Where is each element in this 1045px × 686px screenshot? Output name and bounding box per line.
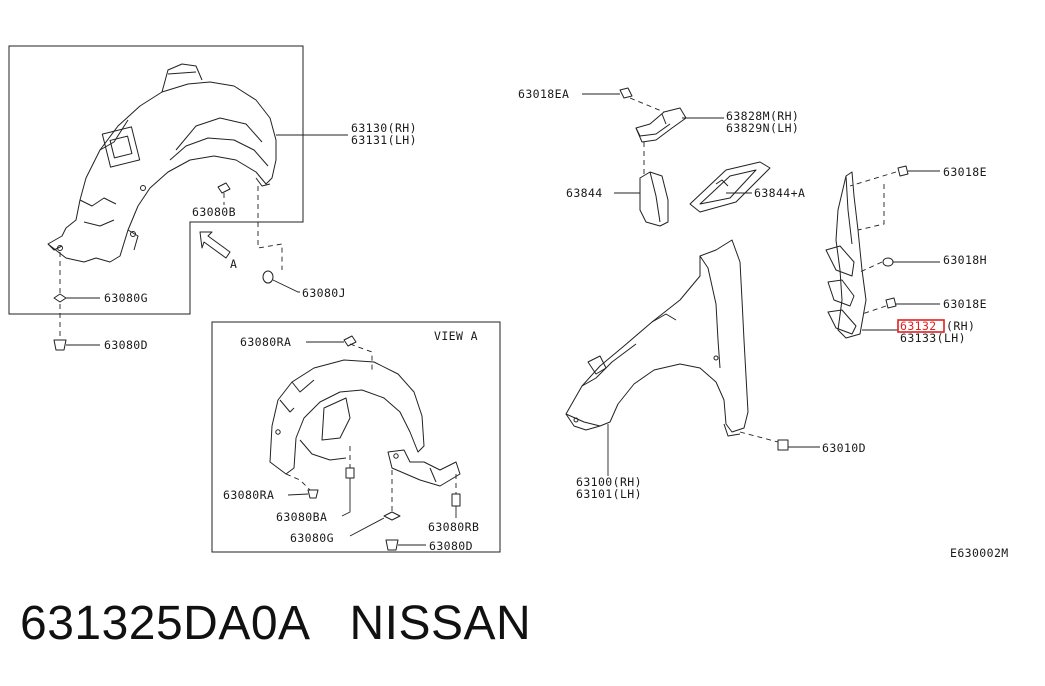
label-63132-code: 63132 [900, 319, 937, 333]
clip-63018h [882, 257, 940, 267]
dash-view-a-ra [349, 343, 373, 372]
dash-63018e-top [849, 171, 897, 231]
label-63010d: 63010D [822, 441, 866, 455]
label-63080g-top: 63080G [104, 291, 148, 305]
label-63080d-top: 63080D [104, 338, 148, 352]
clip-63080g-top [53, 293, 100, 303]
clip-63080rb [451, 493, 461, 518]
figure-code: E630002M [950, 546, 1009, 560]
label-63828m-rh: 63828M(RH) [726, 109, 799, 123]
clip-63080g-bottom [349, 511, 401, 537]
dash-63018ea-to-bracket [629, 97, 665, 113]
label-63080rb: 63080RB [428, 520, 479, 534]
dash-63018h [859, 261, 883, 273]
seal-63844-drawing [639, 171, 669, 227]
label-63080d-bottom: 63080D [429, 539, 473, 553]
label-63131-lh: 63131(LH) [351, 133, 417, 147]
clip-63080j [262, 270, 300, 293]
parts-diagram: 63130(RH) 63131(LH) 63080B 63080G 63080D… [8, 45, 1009, 560]
clip-63080d-bottom [385, 539, 426, 551]
part-caption: 631325DA0A NISSAN [20, 596, 531, 651]
label-view-a: VIEW A [434, 329, 478, 343]
clip-63080ra-top [306, 335, 357, 347]
wheel-house-liner-drawing [47, 63, 277, 263]
dash-liner-to-63080j [257, 186, 283, 270]
label-63844: 63844 [566, 186, 603, 200]
view-a-liner-drawing [269, 359, 461, 487]
clip-63080ra-bottom [287, 489, 319, 499]
clip-63080b [217, 182, 231, 205]
bracket-63828m-drawing [635, 107, 687, 143]
fender-seal-63132-drawing [825, 171, 867, 339]
label-63018e-bottom: 63018E [943, 297, 987, 311]
view-a-arrow-icon [199, 231, 231, 259]
bolt-63010d [777, 439, 820, 451]
label-63100-rh: 63100(RH) [576, 475, 642, 489]
view-a-frame [211, 321, 501, 553]
label-63133-lh: 63133(LH) [900, 331, 966, 345]
label-63018e-top: 63018E [943, 165, 987, 179]
seal-63844a-drawing [689, 161, 771, 213]
label-63132-rh: (RH) [946, 319, 975, 333]
label-63018h: 63018H [943, 253, 987, 267]
clip-63080ba [341, 467, 355, 517]
label-63080ba: 63080BA [276, 510, 327, 524]
label-63829n-lh: 63829N(LH) [726, 121, 799, 135]
label-63080ra-top: 63080RA [240, 335, 291, 349]
clip-63018e-top [897, 165, 940, 177]
part-number: 631325DA0A [20, 597, 308, 650]
front-fender-drawing [565, 239, 749, 437]
label-63080g-bottom: 63080G [290, 531, 334, 545]
brand-name: NISSAN [349, 597, 532, 650]
label-63018ea: 63018EA [518, 87, 569, 101]
dash-fender-to-63010d [739, 431, 779, 443]
label-63080ra-bottom: 63080RA [223, 488, 274, 502]
clip-63080d-top [53, 339, 100, 351]
label-63844a: 63844+A [754, 186, 805, 200]
label-63101-lh: 63101(LH) [576, 487, 642, 501]
clip-63018e-bottom [885, 297, 940, 309]
liner-detail-frame [8, 45, 304, 315]
label-63080j: 63080J [302, 286, 346, 300]
label-arrow-a: A [230, 257, 237, 271]
dash-view-a-ra-bottom [285, 473, 311, 491]
label-63130-rh: 63130(RH) [351, 121, 417, 135]
highlight-box-63132 [897, 319, 945, 333]
dash-63018e-bottom [861, 305, 887, 315]
label-63080b: 63080B [192, 205, 236, 219]
clip-63018ea [582, 87, 633, 99]
